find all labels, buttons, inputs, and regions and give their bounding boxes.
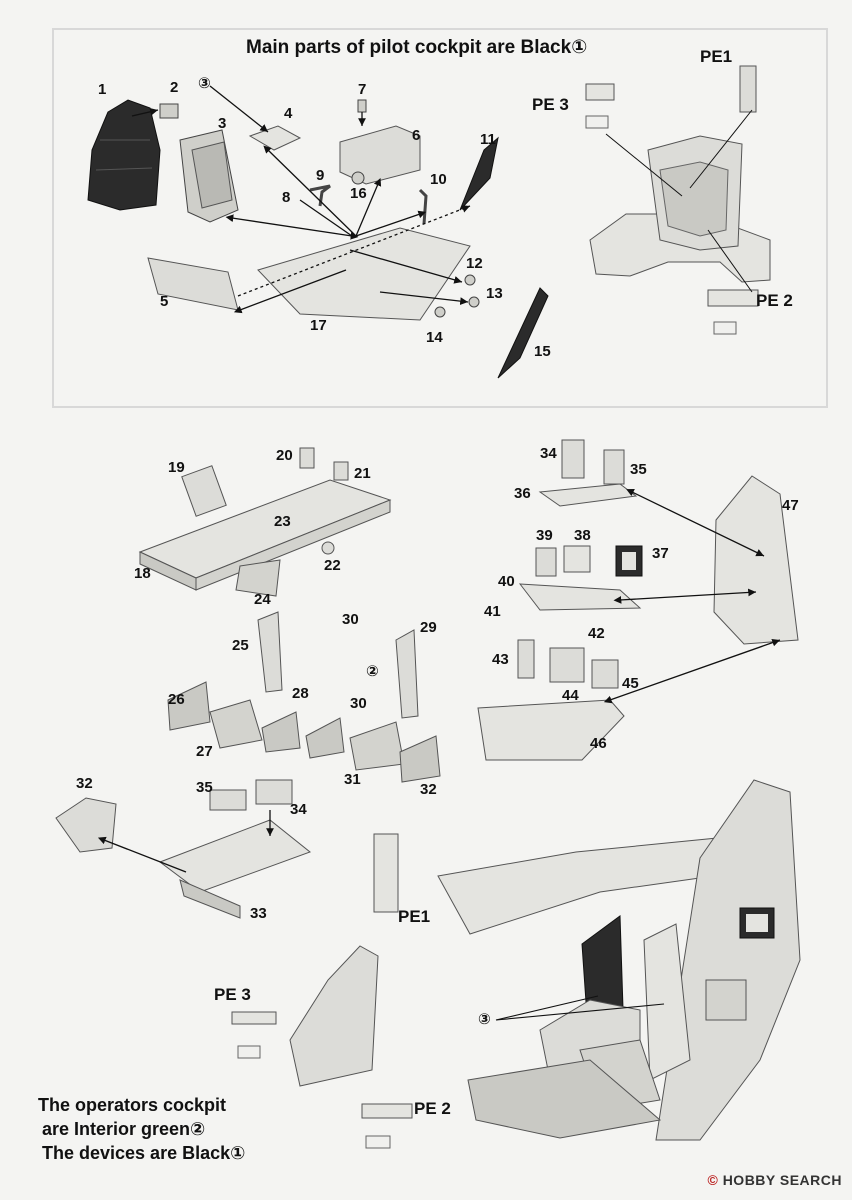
- note-line-1: The operators cockpit: [38, 1095, 227, 1115]
- part-label-18: 18: [134, 565, 151, 582]
- part-label-14: 14: [426, 329, 443, 346]
- part-label-24: 24: [254, 591, 271, 608]
- part-label-34-upper: 34: [540, 445, 557, 462]
- part-label-3: 3: [218, 115, 227, 132]
- pe3-label-top: PE 3: [532, 95, 569, 114]
- pe1-belt: [373, 833, 399, 913]
- pilot-cockpit-panel: [52, 28, 828, 408]
- part-4-plate: [248, 125, 302, 151]
- part-6-console: [339, 125, 421, 185]
- part-label-27: 27: [196, 743, 213, 760]
- part-label-35-lower: 35: [196, 779, 213, 796]
- part-label-41: 41: [484, 603, 501, 620]
- part-label-37: 37: [652, 545, 669, 562]
- part-label-47: 47: [782, 497, 799, 514]
- part-label-5: 5: [160, 293, 169, 310]
- part-label-11: 11: [480, 131, 496, 148]
- part-1-side-panel: [87, 99, 161, 211]
- part-label-21: 21: [354, 465, 371, 482]
- part-label-7: 7: [358, 81, 367, 98]
- part-label-29: 29: [420, 619, 437, 636]
- part-15-frame: [497, 287, 549, 379]
- note-line-2: are Interior green②: [42, 1119, 206, 1139]
- watermark: © HOBBY SEARCH: [707, 1172, 842, 1188]
- part-label-6: 6: [412, 127, 421, 144]
- part-label-35-upper: 35: [630, 461, 647, 478]
- operator-seat: [289, 945, 379, 1087]
- color-code-3: ③: [198, 75, 211, 92]
- part-label-26: 26: [168, 691, 185, 708]
- part-label-13: 13: [486, 285, 503, 302]
- part-label-42: 42: [588, 625, 605, 642]
- part-label-44: 44: [562, 687, 579, 704]
- part-33-floor: [158, 819, 312, 893]
- part-7-lever: [357, 99, 367, 113]
- pe1-harness: [739, 65, 757, 113]
- pe3-label-bottom: PE 3: [214, 985, 251, 1004]
- part-label-32-right: 32: [420, 781, 437, 798]
- assembled-seat-2: [643, 923, 691, 1081]
- part-label-23: 23: [274, 513, 291, 530]
- part-label-46: 46: [590, 735, 607, 752]
- part-10-rod: [418, 188, 428, 225]
- watermark-brand: HOBBY SEARCH: [722, 1172, 842, 1188]
- part-label-25: 25: [232, 637, 249, 654]
- part-label-2: 2: [170, 79, 179, 96]
- part-label-28: 28: [292, 685, 309, 702]
- part-label-4: 4: [284, 105, 293, 122]
- part-40-shelf: [518, 583, 642, 611]
- pilot-cockpit-title: Main parts of pilot cockpit are Black①: [246, 37, 588, 58]
- part-label-10: 10: [430, 171, 447, 188]
- part-2-block: [159, 103, 179, 119]
- part-label-1: 1: [98, 81, 107, 98]
- part-label-9: 9: [316, 167, 325, 184]
- part-label-12: 12: [466, 255, 483, 272]
- watermark-logo-icon: ©: [707, 1172, 719, 1188]
- part-label-34-lower: 34: [290, 801, 307, 818]
- part-label-20: 20: [276, 447, 293, 464]
- part-label-39: 39: [536, 527, 553, 544]
- pe1-label-bottom: PE1: [398, 907, 431, 926]
- part-label-30-upper: 30: [342, 611, 359, 628]
- part-label-30-lower: 30: [350, 695, 367, 712]
- part-label-38: 38: [574, 527, 591, 544]
- color-code-3-bottom: ③: [478, 1011, 491, 1028]
- pe2-label-top: PE 2: [756, 291, 793, 310]
- part-label-8: 8: [282, 189, 291, 206]
- part-19-panel: [181, 465, 227, 517]
- part-32-panel: [55, 797, 117, 853]
- part-9-stick: [309, 184, 331, 207]
- part-label-22: 22: [324, 557, 341, 574]
- pe2-label-bottom: PE 2: [414, 1099, 451, 1118]
- part-label-32-left: 32: [76, 775, 93, 792]
- part-label-15: 15: [534, 343, 551, 360]
- part-17-floor: [257, 227, 471, 321]
- part-29-seat-back: [395, 629, 419, 719]
- assembled-bulkhead: [655, 779, 801, 1141]
- part-label-33: 33: [250, 905, 267, 922]
- part-36-shelf: [538, 483, 638, 507]
- part-label-19: 19: [168, 459, 185, 476]
- part-46-base: [477, 699, 625, 761]
- note-line-3: The devices are Black①: [42, 1143, 246, 1163]
- pe1-label-top: PE1: [700, 47, 733, 66]
- part-label-36: 36: [514, 485, 531, 502]
- part-label-40: 40: [498, 573, 515, 590]
- part-11-frame: [459, 136, 499, 211]
- part-label-45: 45: [622, 675, 639, 692]
- pe3-part: [585, 83, 615, 101]
- part-label-31: 31: [344, 771, 361, 788]
- part-label-43: 43: [492, 651, 509, 668]
- part-25-seat-back: [257, 611, 283, 693]
- pe2-part: [707, 289, 759, 307]
- part-label-16: 16: [350, 185, 367, 202]
- part-label-17: 17: [310, 317, 327, 334]
- color-code-2: ②: [366, 663, 379, 680]
